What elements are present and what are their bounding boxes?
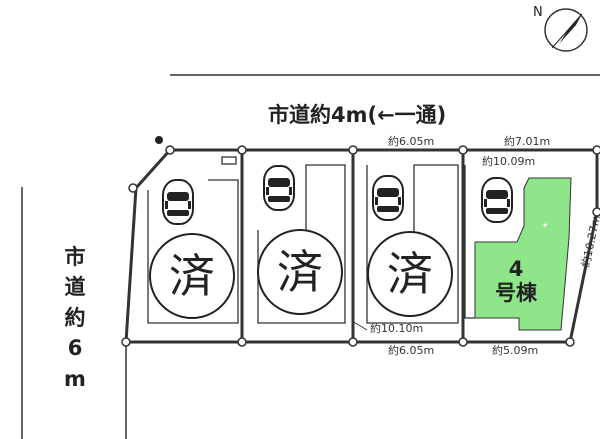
car-icon: [372, 175, 404, 221]
lot1-sold-stamp: 済: [149, 233, 235, 319]
dim-inner-lot3: 約10.10m: [370, 321, 423, 335]
sold-text: 済: [277, 245, 323, 299]
dim-inner-lot4: 約10.09m: [482, 154, 535, 168]
west-road-char: 6: [67, 336, 83, 361]
lot3-sold-stamp: 済: [367, 231, 453, 317]
dim-east: 約10.27m: [578, 214, 600, 269]
parking-outlines: [147, 156, 475, 324]
car-icon: [162, 179, 194, 225]
dim-top-lot4: 約7.01m: [504, 134, 550, 148]
lot4-point: [543, 223, 547, 227]
lot4-name: 号棟: [495, 281, 538, 305]
car-icon: [481, 177, 513, 223]
compass: N: [533, 5, 588, 52]
west-road-char: m: [64, 366, 86, 391]
west-road-char: 市: [64, 245, 86, 269]
lot2-sold-stamp: 済: [257, 229, 343, 315]
dim-leader: [351, 320, 368, 331]
dim-bottom-lot3: 約6.05m: [388, 343, 434, 357]
sold-text: 済: [387, 247, 433, 301]
north-road-label: 市道約4m(←一通): [268, 103, 446, 127]
compass-arrow-icon: [559, 14, 582, 44]
corner-marker: [155, 136, 163, 144]
dim-top-lot2: 約6.05m: [388, 134, 434, 148]
dim-bottom-lot4: 約5.09m: [492, 343, 538, 357]
west-road-label: 市 道 約 6 m: [58, 242, 92, 394]
west-road-char: 約: [64, 305, 86, 330]
lot4-number: 4: [509, 257, 524, 281]
car-icon: [263, 165, 295, 211]
west-road-char: 道: [64, 275, 86, 300]
sold-text: 済: [169, 249, 215, 303]
lot4-building: [474, 177, 572, 331]
compass-label: N: [533, 5, 543, 20]
survey-points: [121, 145, 600, 347]
